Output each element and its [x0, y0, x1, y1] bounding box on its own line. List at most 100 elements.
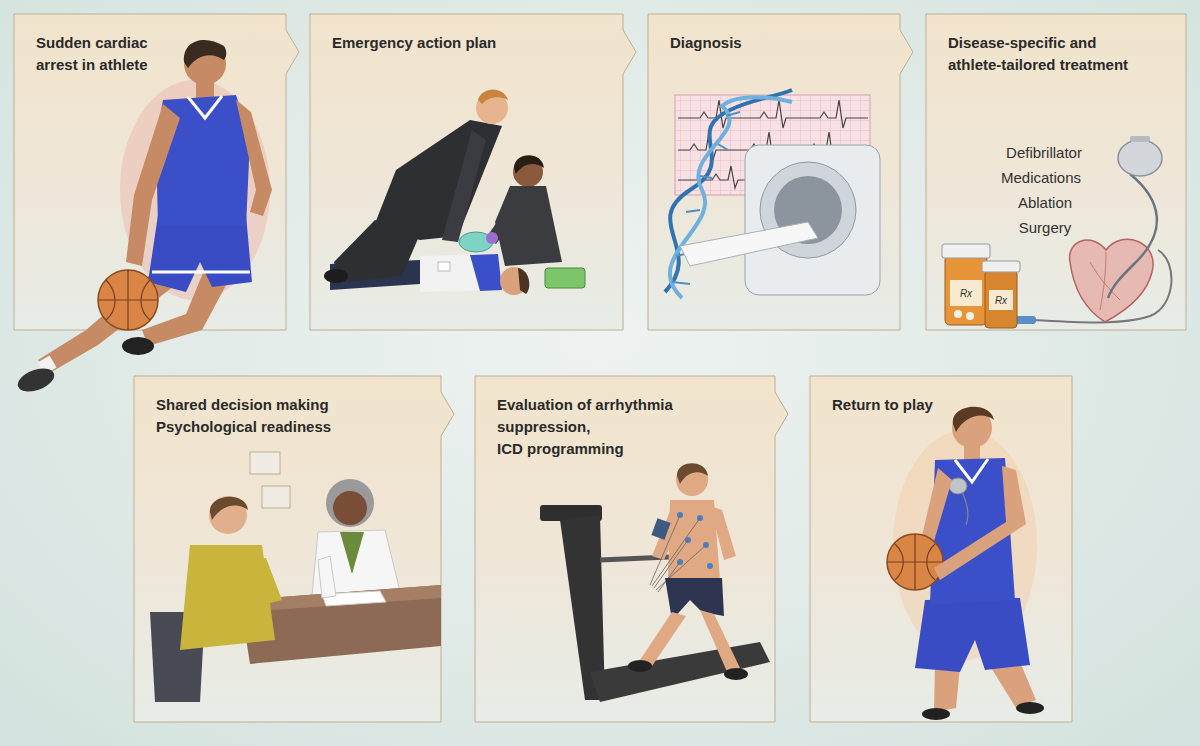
treadmill-art-part: [651, 518, 670, 540]
treadmill-art-part: [628, 660, 652, 672]
treatment-art-part: [989, 290, 1013, 310]
step-panel: Emergency action plan: [310, 14, 623, 330]
cpr-scene-part: [486, 200, 524, 244]
treatment-item: Defibrillator: [1006, 144, 1082, 161]
treadmill-art-part: [700, 610, 740, 674]
athlete-figure-part: [98, 270, 158, 330]
panel-heading-group: Shared decision makingPsychological read…: [156, 394, 396, 438]
return-athlete-part: [922, 708, 950, 720]
step-panel: Evaluation of arrhythmia suppression,ICD…: [475, 376, 775, 722]
return-athlete-part: [953, 407, 994, 432]
panel-heading: ICD programming: [497, 438, 689, 460]
panel-shape: [14, 14, 299, 330]
panel-shape: [310, 14, 636, 330]
panel-heading-group: Return to play: [832, 394, 942, 416]
treadmill-art-part: [640, 612, 686, 666]
cpr-scene-part: [420, 254, 502, 292]
athlete-figure: [15, 40, 272, 396]
athlete-figure-part: [152, 271, 250, 274]
treatment-art-part: [1118, 140, 1162, 176]
diagnosis-art: [665, 90, 880, 298]
cpr-scene-part: [438, 262, 450, 271]
panel-heading: Return to play: [832, 394, 942, 416]
panel-shape: [475, 376, 788, 722]
panel-heading: Shared decision making: [156, 394, 396, 416]
panel-heading-group: Emergency action plan: [332, 32, 532, 54]
treatment-item: Medications: [1001, 169, 1081, 186]
panel-heading: Disease-specific and athlete-tailored tr…: [948, 32, 1148, 76]
cpr-scene-part: [545, 268, 585, 288]
athlete-figure-part: [126, 104, 180, 266]
treatment-art-part: [1034, 250, 1171, 323]
treadmill-art-part: [724, 668, 748, 680]
athlete-figure-part: [148, 215, 252, 292]
panel-shape: [926, 14, 1186, 330]
cpr-scene: [324, 90, 585, 296]
cpr-scene-part: [470, 254, 502, 291]
treatment-art-part: [966, 312, 974, 320]
treadmill-art-part: [707, 563, 713, 569]
consultation-art-part: [250, 558, 282, 604]
consultation-art-part: [250, 452, 280, 474]
return-athlete-part: [962, 492, 968, 525]
panel-outline: [310, 14, 639, 330]
diagnosis-art-part: [678, 100, 868, 128]
panel-heading-group: Sudden cardiac arrest in athlete: [36, 32, 154, 76]
return-athlete: [887, 407, 1044, 720]
panel-outline: [648, 14, 916, 330]
cpr-scene-part: [518, 268, 529, 294]
treadmill-art-part: [590, 642, 770, 702]
treatment-art-part: [982, 261, 1020, 272]
consultation-art-part: [209, 496, 247, 534]
treatment-art-part: [1108, 174, 1157, 298]
step-panel: Diagnosis: [648, 14, 900, 330]
return-athlete-part: [990, 662, 1036, 708]
panel-heading-group: Disease-specific and athlete-tailored tr…: [948, 32, 1148, 76]
cpr-scene-part: [514, 155, 544, 174]
treadmill-art-part: [652, 506, 686, 560]
treatment-art-part: [1130, 136, 1150, 142]
consultation-art-part: [210, 497, 248, 520]
panel-heading-group: Diagnosis: [670, 32, 820, 54]
panel-heading: Psychological readiness: [156, 416, 396, 438]
return-athlete-part: [915, 598, 1030, 672]
treatment-item: Ablation: [1018, 194, 1072, 211]
step-panel: Sudden cardiac arrest in athlete: [14, 14, 286, 330]
treatment-art-part: [954, 310, 962, 318]
athlete-figure-part: [15, 364, 58, 396]
panel-shape: [134, 376, 454, 722]
return-athlete-part: [887, 534, 943, 590]
step-panel: Shared decision makingPsychological read…: [134, 376, 441, 722]
athlete-figure-part: [188, 96, 222, 118]
step-panel: Return to play: [810, 376, 1072, 722]
panel-heading: Diagnosis: [670, 32, 820, 54]
treatment-art-part: [1070, 239, 1154, 322]
treatment-item: Surgery: [1019, 219, 1072, 236]
treadmill-art-part: [710, 506, 736, 560]
treatment-art-part: [942, 244, 990, 258]
consultation-art-part: [262, 486, 290, 508]
athlete-figure-part: [184, 40, 226, 68]
consultation-art-part: [340, 532, 364, 574]
cpr-scene-part: [442, 130, 486, 242]
panel-heading: Sudden cardiac arrest in athlete: [36, 32, 154, 76]
bottle-label: Rx: [995, 295, 1007, 306]
treadmill-art-part: [677, 463, 708, 484]
consultation-art-part: [326, 479, 374, 527]
return-athlete-part: [1016, 702, 1044, 714]
treatment-art-part: [1090, 252, 1120, 310]
athlete-figure-part: [98, 270, 158, 330]
athlete-figure-part: [236, 100, 272, 216]
panel-shape: [810, 376, 1072, 722]
panel-heading: Evaluation of arrhythmia suppression,: [497, 394, 689, 438]
panel-heading-group: Evaluation of arrhythmia suppression,ICD…: [497, 394, 689, 460]
treadmill-art-part: [676, 464, 708, 496]
return-athlete-part: [934, 466, 1026, 580]
treatment-art-part: [985, 270, 1017, 328]
cpr-scene-part: [486, 232, 498, 244]
treadmill-art: [540, 463, 770, 702]
treatment-art: [942, 136, 1171, 328]
